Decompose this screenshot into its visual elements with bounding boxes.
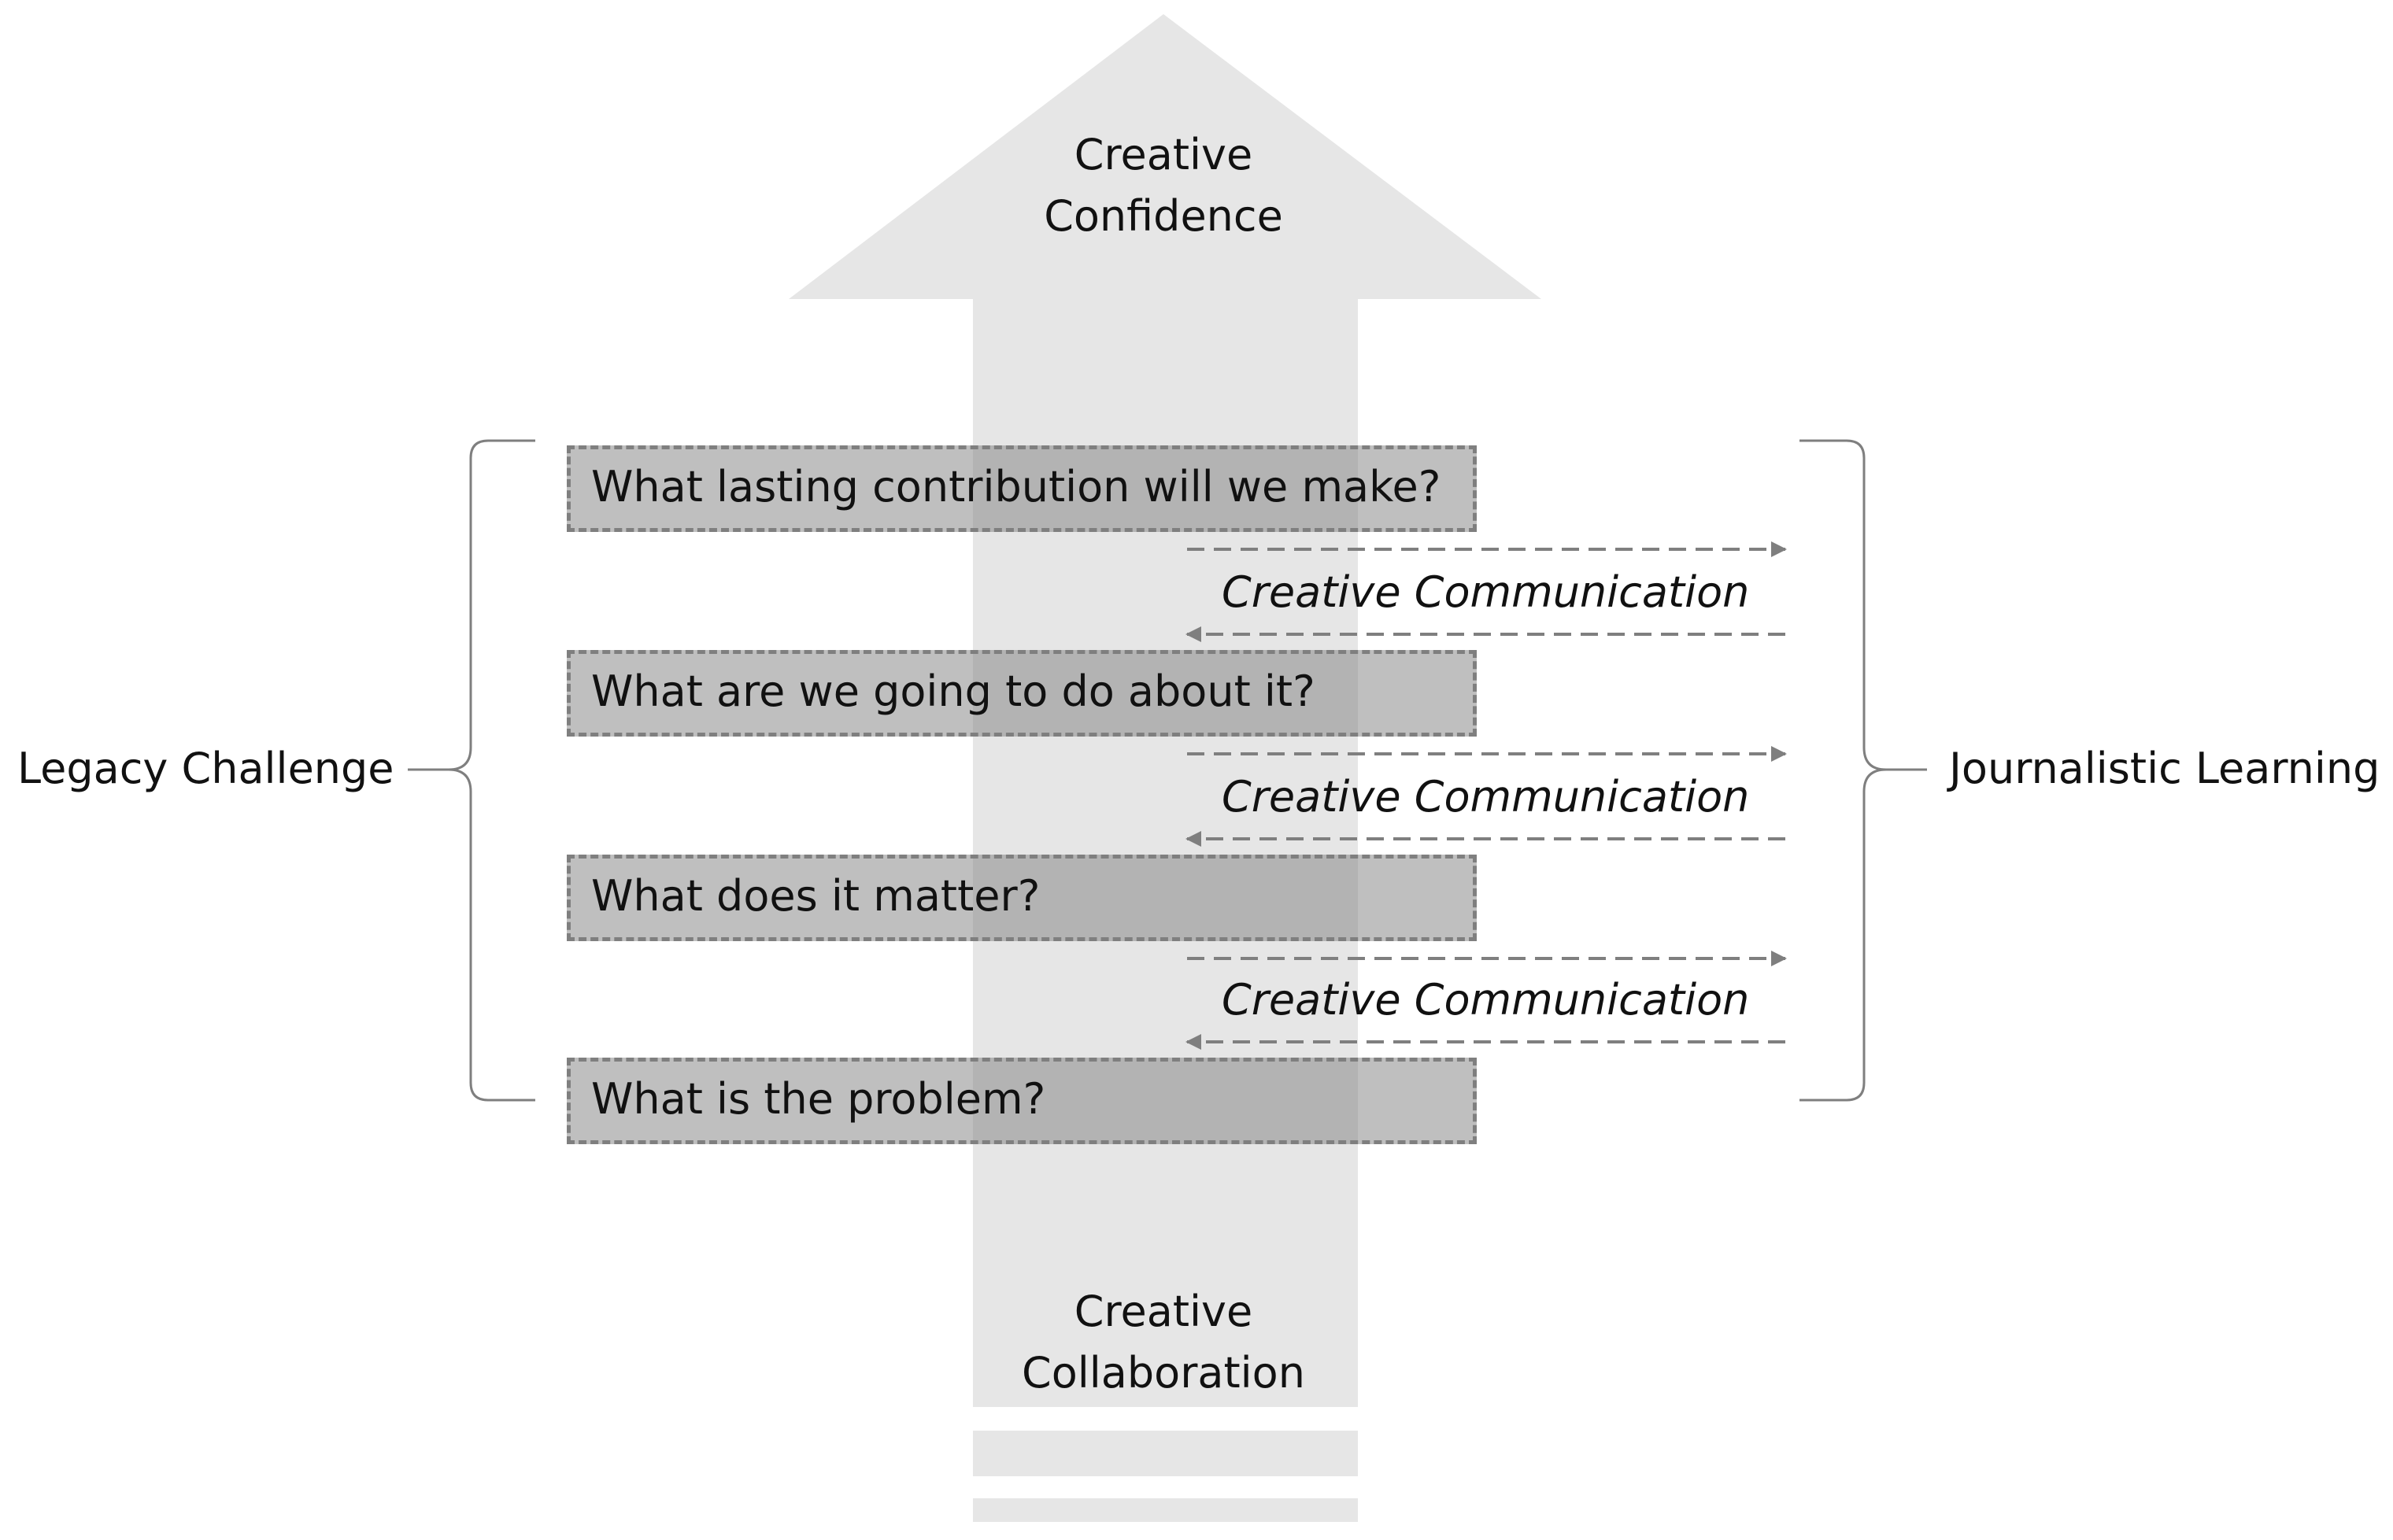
- left-brace: [408, 439, 535, 1102]
- communication-label-3: Creative Communication: [1222, 975, 1750, 1025]
- arrow-top-label: Creative Confidence: [1044, 130, 1283, 241]
- arrow-tail-stripe-2: [973, 1498, 1358, 1522]
- question-box-1: What lasting contribution will we make?: [567, 445, 1477, 532]
- question-box-2: What are we going to do about it?: [567, 650, 1477, 737]
- right-label: Journalistic Learning: [1949, 744, 2380, 793]
- communication-label-1: Creative Communication: [1222, 567, 1750, 617]
- communication-label-2: Creative Communication: [1222, 772, 1750, 822]
- question-box-3: What does it matter?: [567, 855, 1477, 941]
- arrow-bottom-label: Creative Collaboration: [1022, 1287, 1305, 1398]
- arrow-tail-stripe-1: [973, 1431, 1358, 1476]
- right-brace: [1799, 439, 1927, 1102]
- question-box-4: What is the problem?: [567, 1058, 1477, 1144]
- left-label: Legacy Challenge: [17, 744, 394, 793]
